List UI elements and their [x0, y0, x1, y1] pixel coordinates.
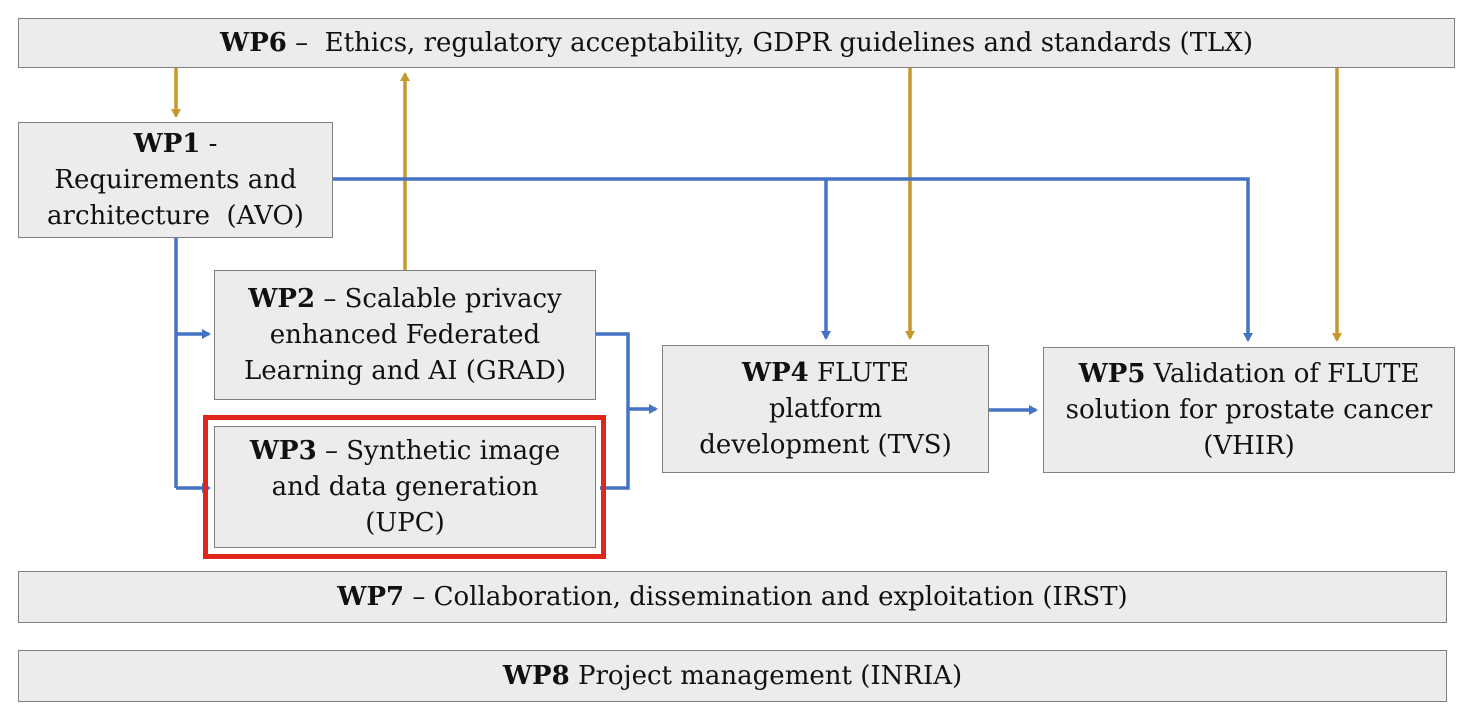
- wp8-box: WP8 Project management (INRIA): [18, 650, 1447, 702]
- wp1-line2: Requirements and: [54, 165, 297, 195]
- wp3-title: – Synthetic image: [316, 436, 561, 466]
- wp3-highlight-frame: [203, 415, 606, 559]
- wp7-id: WP7: [337, 582, 405, 612]
- connector-wp2-out: [596, 332, 630, 490]
- wp5-line2: solution for prostate cancer: [1065, 395, 1433, 425]
- wp4-id: WP4: [741, 358, 809, 388]
- wp5-line3: (VHIR): [1203, 431, 1295, 461]
- wp2-id: WP2: [248, 284, 316, 314]
- wp7-box: WP7 – Collaboration, dissemination and e…: [18, 571, 1447, 623]
- wp3-id: WP3: [249, 436, 317, 466]
- wp5-title: Validation of FLUTE: [1145, 359, 1420, 389]
- wp5-id: WP5: [1078, 359, 1146, 389]
- wp8-id: WP8: [502, 661, 570, 691]
- wp3-line3: (UPC): [365, 508, 445, 538]
- wp3-box: WP3 – Synthetic image and data generatio…: [214, 426, 596, 548]
- wp6-title: – Ethics, regulatory acceptability, GDPR…: [286, 28, 1253, 58]
- wp6-id: WP6: [220, 28, 287, 58]
- wp4-box: WP4 FLUTE platform development (TVS): [662, 345, 989, 473]
- arrow-wp1-to-wp5: [333, 177, 1253, 342]
- wp4-line3: development (TVS): [699, 430, 952, 460]
- wp1-id: WP1: [133, 129, 201, 159]
- wp1-box: WP1 - Requirements and architecture (AVO…: [18, 122, 333, 238]
- wp6-box: WP6 – Ethics, regulatory acceptability, …: [18, 18, 1455, 68]
- wp1-line3: architecture (AVO): [47, 201, 304, 231]
- wp8-title: Project management (INRIA): [569, 661, 963, 691]
- wp3-line2: and data generation: [271, 472, 539, 502]
- wp2-box: WP2 – Scalable privacy enhanced Federate…: [214, 270, 596, 400]
- wp2-line2: enhanced Federated: [269, 320, 541, 350]
- wp7-title: – Collaboration, dissemination and explo…: [404, 582, 1128, 612]
- wp2-title: – Scalable privacy: [315, 284, 562, 314]
- wp4-title: FLUTE: [808, 358, 910, 388]
- wp5-box: WP5 Validation of FLUTE solution for pro…: [1043, 347, 1455, 473]
- wp1-title: -: [200, 129, 218, 159]
- wp4-line2: platform: [768, 394, 883, 424]
- wp2-line3: Learning and AI (GRAD): [243, 356, 567, 386]
